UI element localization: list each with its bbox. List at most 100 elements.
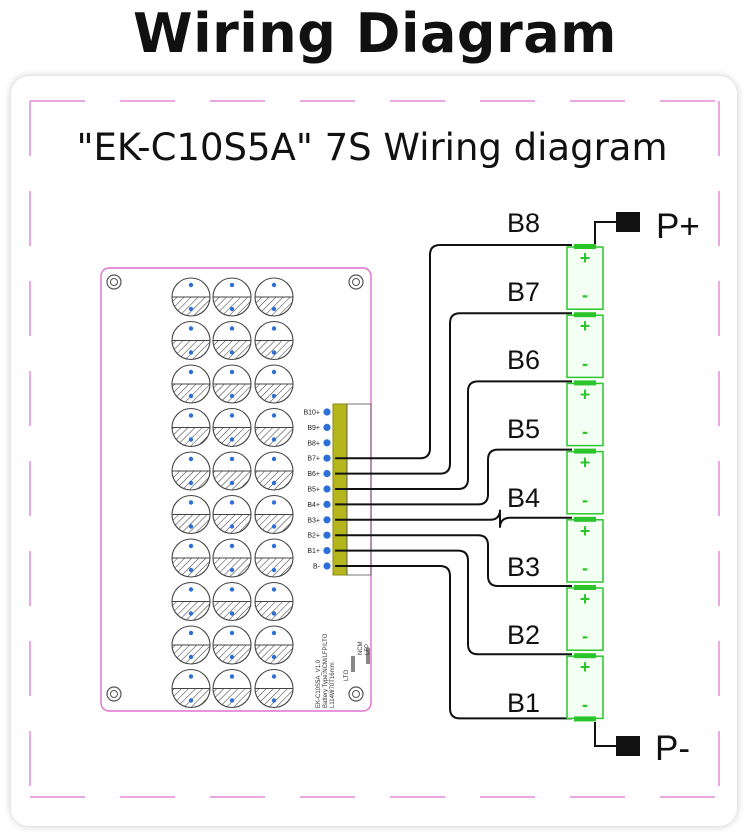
capacitor [212,364,252,404]
capacitor [171,364,211,404]
battery-cell: +- [566,312,604,379]
connector-pin: B1+ [307,547,331,555]
capacitor [254,407,294,448]
cell-label: B2 [507,620,540,650]
capacitor [212,538,252,578]
pin-label: B4+ [307,502,320,509]
jumper-lfp: LFP [365,644,371,655]
capacitor [254,668,294,709]
balance-wire [335,244,572,460]
battery-cell: +- [566,244,604,310]
positive-terminal-label: P+ [656,207,700,246]
cell-plus: + [580,657,591,677]
capacitor [212,668,252,709]
balance-wire [335,509,572,528]
capacitor [254,277,294,317]
battery-cell: +- [566,653,604,720]
negative-terminal-block [616,736,640,756]
battery-cell: +- [566,585,604,651]
pin-label: B7+ [307,456,320,463]
cell-label: B8 [507,208,540,238]
mounting-hole [106,274,122,290]
connector-pin: B4+ [307,500,331,509]
mounting-hole [348,686,364,702]
connector-pin: B3+ [307,516,331,524]
jumper-ncm: NCM [358,641,364,655]
capacitor [254,581,294,622]
mounting-hole [106,686,122,702]
cell-label: B6 [507,345,540,375]
connector-pin: B6+ [307,470,331,478]
cell-minus: - [582,694,588,714]
balance-wire [335,448,572,506]
cell-label: B5 [507,414,540,444]
battery-stack: +-+-+-+-+-+-+- [566,244,604,722]
negative-terminal: P- [594,722,690,768]
connector-pin: B7+ [307,454,331,463]
pin-label: B2+ [307,533,320,540]
cell-label: B3 [507,552,540,582]
capacitor [254,320,294,361]
capacitor [171,320,211,361]
cell-minus: - [582,353,588,373]
connector-pin: B2+ [307,531,331,540]
battery-cell: +- [566,448,604,515]
capacitor [254,494,294,535]
cell-plus: + [580,589,591,609]
capacitor [171,581,211,622]
capacitor [212,494,252,535]
capacitor [254,538,294,578]
capacitor [171,451,211,491]
positive-terminal: P+ [594,207,700,246]
capacitor [171,625,211,665]
positive-terminal-block [616,212,640,232]
battery-type-jumper: LTO NCM LFP [344,641,371,681]
cell-minus: - [582,285,588,305]
silk-model: EK-C10S5A_V1.0 [316,659,322,708]
silk-dimensions: L114W70T16mm [330,662,336,708]
connector-pin: B8+ [307,439,331,447]
pin-label: B5+ [307,487,320,494]
pin-label: B9+ [307,425,320,432]
cell-plus: + [580,521,591,541]
balance-wire [335,534,572,587]
capacitor [212,581,252,622]
cell-plus: + [580,248,591,268]
cell-plus: + [580,453,591,473]
balance-wire [335,380,572,490]
mounting-hole [348,274,364,290]
battery-cell: +- [566,380,604,447]
capacitor [171,494,211,535]
connector-pins: B10+B9+B8+B7+B6+B5+B4+B3+B2+B1+B- [303,408,331,571]
balance-wires [335,244,572,720]
capacitor [254,364,294,404]
capacitor [212,451,252,491]
pin-label: B3+ [307,517,320,524]
negative-terminal-label: P- [655,729,690,768]
capacitor [171,538,211,578]
capacitor [254,451,294,491]
balance-wire [335,549,572,656]
diagram-title: "EK-C10S5A" 7S Wiring diagram [76,126,667,169]
connector-pin: B9+ [307,423,331,432]
cell-plus: + [580,384,591,404]
cell-plus: + [580,316,591,336]
jumper-lto: LTO [344,670,350,681]
dashed-frame [29,100,720,798]
board-silkscreen: EK-C10S5A_V1.0 Battery Type:NCM/LFP/LTO … [316,633,336,708]
cell-minus: - [582,490,588,510]
capacitor [171,668,211,709]
capacitor [171,277,211,317]
page-title: Wiring Diagram [133,2,617,65]
battery-cell: +- [566,516,604,583]
pin-label: B1+ [307,548,320,555]
cell-minus: - [582,626,588,646]
cell-minus-terminal [574,716,596,722]
balance-wire [335,312,572,475]
capacitor [254,625,294,665]
connector-pin: B- [313,562,331,571]
silk-battery-type: Battery Type:NCM/LFP/LTO [323,633,329,708]
connector-pin: B5+ [307,485,331,494]
